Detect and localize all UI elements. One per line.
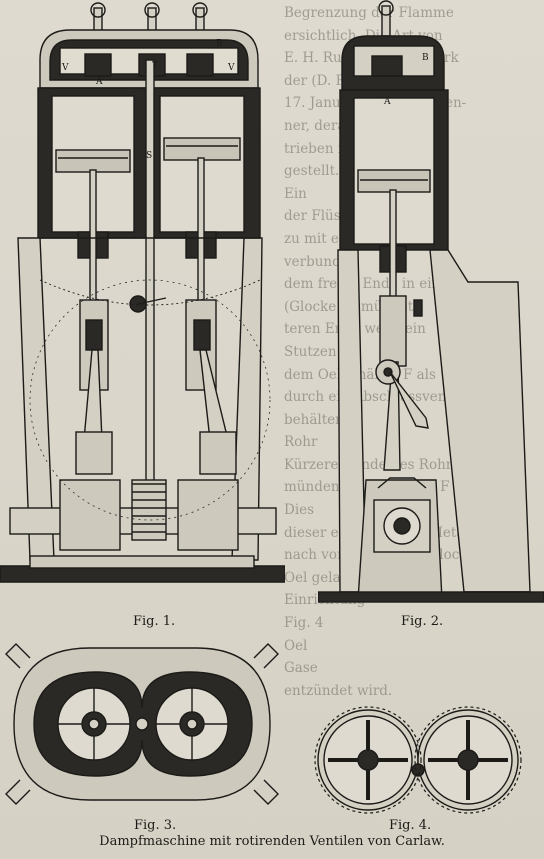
- background-text-line: entzündet wird.: [284, 682, 393, 699]
- fig2-label: Fig. 2.: [401, 614, 444, 629]
- fig1-letter-b: B: [216, 39, 223, 49]
- fig3-drawing: [5, 643, 279, 805]
- background-text-line: Gase: [284, 660, 318, 677]
- fig1-label: Fig. 1.: [133, 614, 176, 629]
- fig2-letter-a: A: [383, 97, 391, 107]
- background-text-line: Oel: [284, 637, 308, 654]
- fig1-letter-t: T: [152, 61, 158, 71]
- fig4-label: Fig. 4.: [389, 818, 432, 833]
- fig1-drawing: A B V T V S: [0, 2, 285, 583]
- fig2-letter-b: B: [422, 53, 429, 63]
- fig3-label: Fig. 3.: [134, 818, 177, 833]
- fig1-letter-s: S: [146, 151, 152, 161]
- main-caption: Dampfmaschine mit rotirenden Ventilen vo…: [99, 834, 445, 849]
- fig2-drawing: A B: [318, 0, 544, 603]
- fig1-letter-v: V: [61, 63, 69, 73]
- fig1-letter-v2: V: [227, 63, 235, 73]
- fig1-letter-a: A: [95, 77, 103, 87]
- fig4-drawing: [314, 706, 522, 814]
